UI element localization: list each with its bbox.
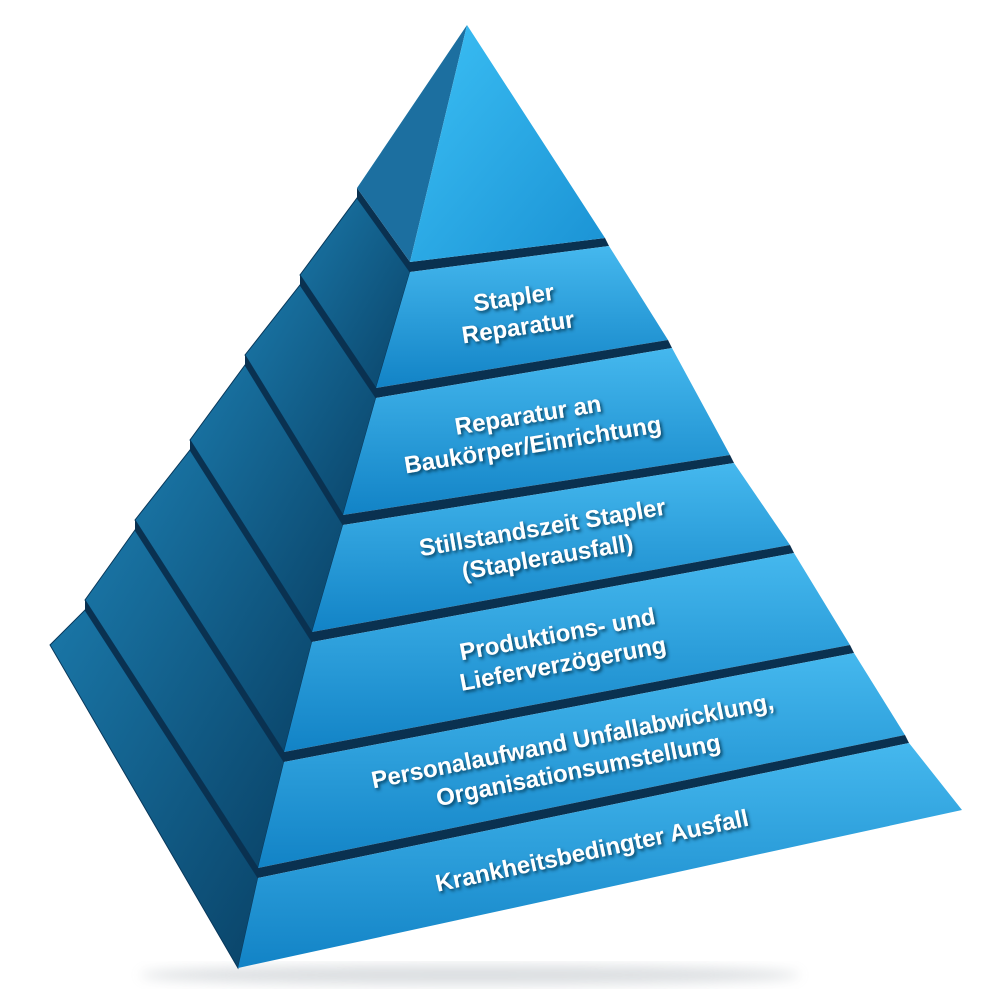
tier-ledge: [135, 520, 854, 762]
tier-front-face: [238, 743, 962, 968]
tier-ledge: [85, 600, 909, 878]
tier-ledge: [300, 275, 672, 398]
apex-front-face: [410, 25, 605, 262]
tier-front-face: [312, 463, 790, 632]
ground-shadow: [140, 965, 800, 985]
tier-ledge: [357, 188, 609, 272]
tier-front-face: [376, 246, 668, 388]
apex-left-face: [357, 25, 467, 262]
pyramid-left-side: [49, 197, 411, 970]
tier-front-face: [343, 348, 730, 515]
tier-ledge: [190, 440, 794, 642]
tier-front-face: [284, 553, 850, 752]
tier-front-face: [258, 653, 905, 868]
pyramid-front-faces: [85, 188, 962, 968]
pyramid-apex: [357, 25, 605, 262]
